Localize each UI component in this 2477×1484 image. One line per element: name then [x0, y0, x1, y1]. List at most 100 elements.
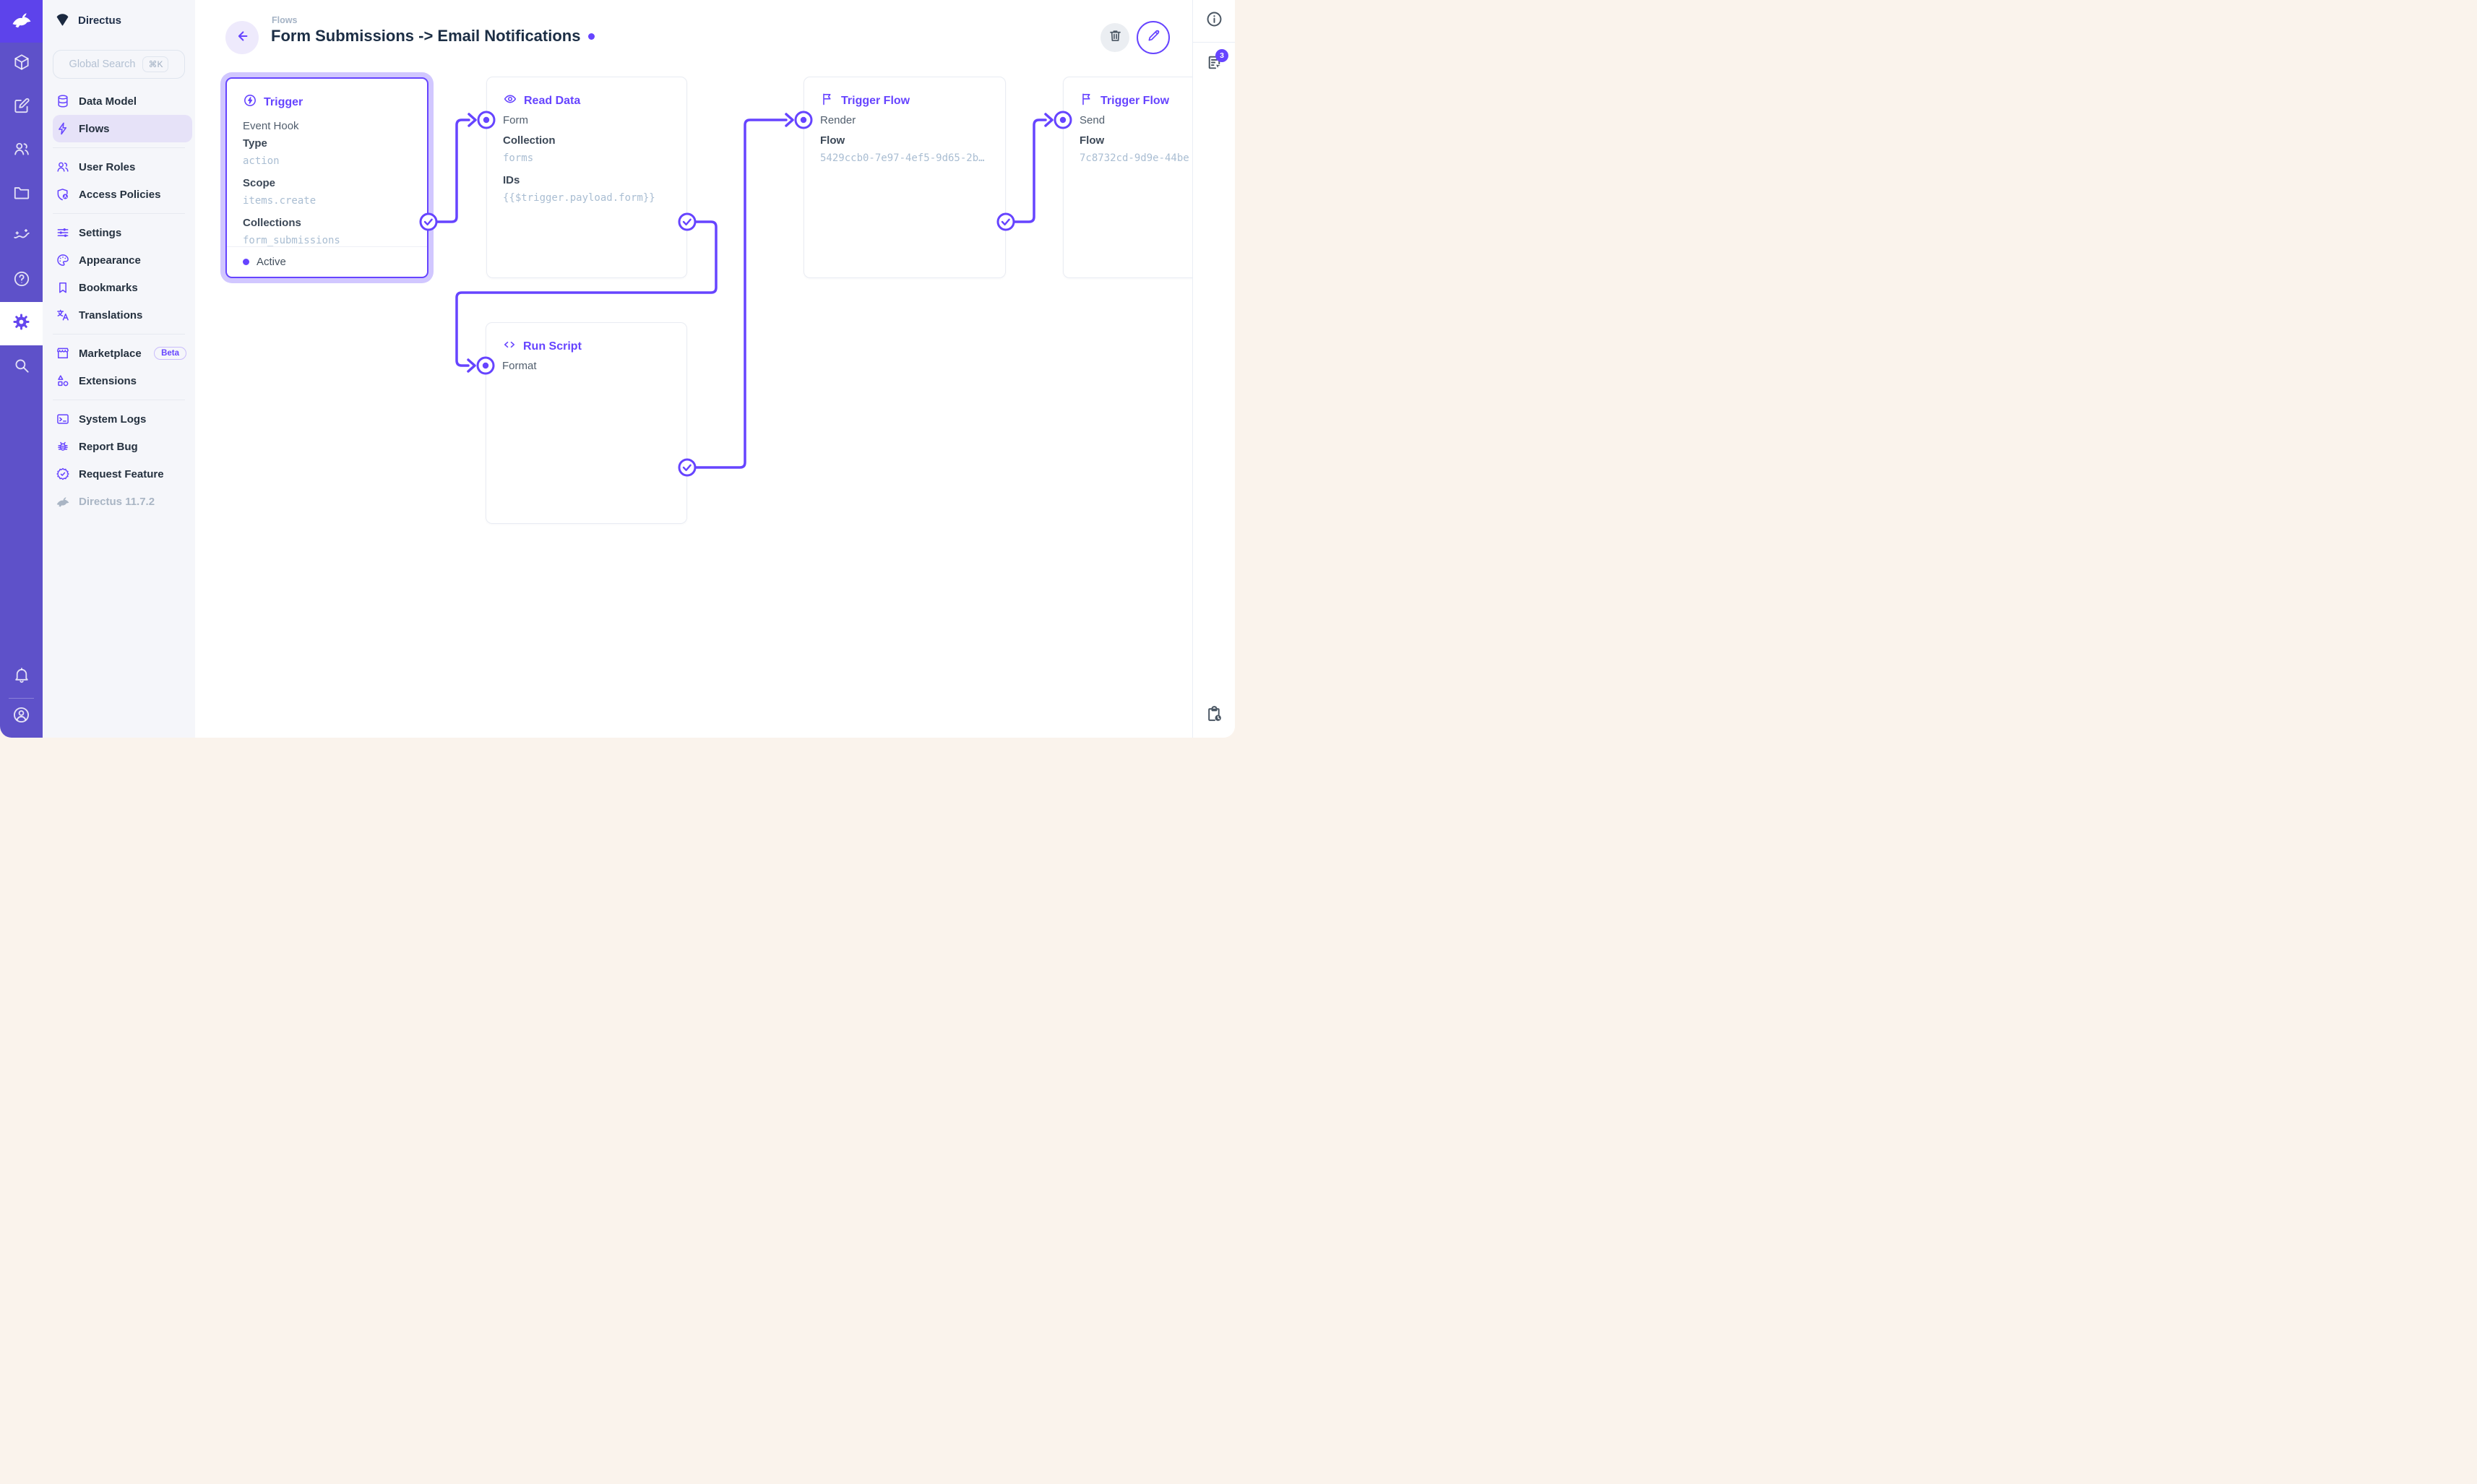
bell-icon [12, 665, 31, 688]
input-label: Form [503, 114, 528, 126]
right-sidebar: 3 [1192, 0, 1235, 738]
users-icon [12, 139, 31, 162]
nav-divider [53, 213, 185, 214]
project-logo-icon [55, 12, 70, 30]
project-chooser[interactable]: Directus [43, 0, 195, 41]
flow-panel-trigger-flow-render[interactable]: Trigger Flow Render Flow 5429ccb0-7e97-4… [804, 77, 1006, 278]
sidebar-item-report-bug[interactable]: Report Bug [53, 433, 192, 460]
flow-panel-trigger-flow-send[interactable]: Trigger Flow Send Flow 7c8732cd-9d9e-44b… [1063, 77, 1193, 278]
sidebar-item-access-policies[interactable]: Access Policies [53, 181, 192, 208]
tune-icon [56, 225, 70, 240]
flow-color-dot [588, 33, 595, 40]
sidebar-item-settings[interactable]: Settings [53, 219, 192, 246]
shapes-icon [56, 374, 70, 388]
search-shortcut-kbd: ⌘K [142, 56, 169, 72]
input-label: Format [502, 360, 537, 372]
delete-flow-button[interactable] [1100, 23, 1129, 52]
edit-flow-button[interactable] [1137, 21, 1170, 54]
flow-panel-run-script[interactable]: Run Script Format [486, 322, 687, 524]
trash-icon [1108, 28, 1123, 47]
app-window: Directus Global Search ⌘K Data Model Flo… [0, 0, 1235, 738]
notifications-bell[interactable] [0, 655, 43, 698]
bolt-icon [56, 121, 70, 136]
terminal-icon [56, 412, 70, 426]
database-icon [56, 94, 70, 108]
sidebar-item-appearance[interactable]: Appearance [53, 246, 192, 274]
wire-run-script-to-trigger-flow-render [694, 118, 788, 469]
box-icon [12, 53, 31, 75]
search-placeholder: Global Search [69, 59, 136, 70]
notifications-drawer-button[interactable]: 3 [1193, 43, 1235, 86]
search-icon [12, 356, 31, 379]
sidebar-item-system-logs[interactable]: System Logs [53, 405, 192, 433]
module-search[interactable] [0, 345, 43, 389]
module-content[interactable] [0, 42, 43, 85]
arrowhead [468, 113, 477, 127]
flow-logs-button[interactable] [1193, 694, 1235, 738]
sidebar-item-translations[interactable]: Translations [53, 301, 192, 329]
bug-icon [56, 439, 70, 454]
back-button[interactable] [225, 21, 259, 54]
seal-check-icon [56, 467, 70, 481]
breadcrumb[interactable]: Flows [272, 15, 298, 25]
flow-canvas[interactable]: Flows Form Submissions -> Email Notifica… [195, 0, 1193, 738]
sidebar-item-flows[interactable]: Flows [53, 115, 192, 142]
info-icon [1205, 10, 1223, 32]
sidebar-item-request-feature[interactable]: Request Feature [53, 460, 192, 488]
clipboard-clock-icon [1205, 705, 1223, 727]
bolt-circle-icon [243, 93, 257, 111]
directus-logo[interactable] [0, 0, 43, 43]
insights-icon [12, 226, 31, 249]
account-icon [12, 705, 31, 728]
rabbit-gray-icon [56, 494, 70, 509]
shield-user-icon [56, 187, 70, 202]
input-label: Render [820, 114, 856, 126]
sidebar-item-bookmarks[interactable]: Bookmarks [53, 274, 192, 301]
help-icon [12, 269, 31, 292]
page-title: Form Submissions -> Email Notifications [271, 27, 595, 46]
sidebar-item-user-roles[interactable]: User Roles [53, 153, 192, 181]
global-search-input[interactable]: Global Search ⌘K [53, 50, 185, 79]
arrowhead [1044, 113, 1054, 127]
notifications-count-badge: 3 [1215, 49, 1228, 62]
nav-divider [53, 147, 185, 148]
translate-icon [56, 308, 70, 322]
module-editor[interactable] [0, 85, 43, 129]
module-users[interactable] [0, 129, 43, 172]
info-section[interactable] [1193, 0, 1235, 43]
pencil-icon [1146, 28, 1161, 47]
rabbit-icon [11, 9, 33, 34]
sidebar-item-marketplace[interactable]: Marketplace Beta [53, 340, 192, 367]
status-dot [243, 259, 249, 265]
trigger-type-name: Event Hook [243, 120, 299, 132]
settings-gear-icon [12, 312, 31, 335]
status-label: Active [257, 256, 286, 268]
beta-badge: Beta [154, 347, 186, 360]
status-row: Active [227, 246, 427, 277]
module-insights[interactable] [0, 215, 43, 259]
flow-panel-trigger[interactable]: Trigger Event Hook Type action Scope ite… [225, 77, 428, 278]
module-files[interactable] [0, 172, 43, 215]
flag-icon [1080, 92, 1094, 110]
edit-square-icon [12, 96, 31, 118]
eye-icon [503, 92, 517, 110]
user-roles-icon [56, 160, 70, 174]
arrow-left-icon [234, 28, 250, 48]
wire-trigger-to-read-data [435, 118, 470, 223]
palette-icon [56, 253, 70, 267]
module-bar [0, 0, 43, 738]
flow-panel-read-data[interactable]: Read Data Form Collection forms IDs {{$t… [486, 77, 687, 278]
flag-icon [820, 92, 835, 110]
version-label: Directus 11.7.2 [53, 488, 192, 515]
arrowhead [785, 113, 794, 127]
sidebar-item-data-model[interactable]: Data Model [53, 87, 192, 115]
storefront-icon [56, 346, 70, 361]
module-settings[interactable] [0, 302, 43, 345]
module-help[interactable] [0, 259, 43, 302]
sidebar-item-extensions[interactable]: Extensions [53, 367, 192, 394]
arrowhead [467, 358, 476, 373]
nav-divider [53, 334, 185, 335]
code-icon [502, 337, 517, 355]
account-menu[interactable] [0, 696, 43, 738]
bookmark-icon [56, 280, 70, 295]
